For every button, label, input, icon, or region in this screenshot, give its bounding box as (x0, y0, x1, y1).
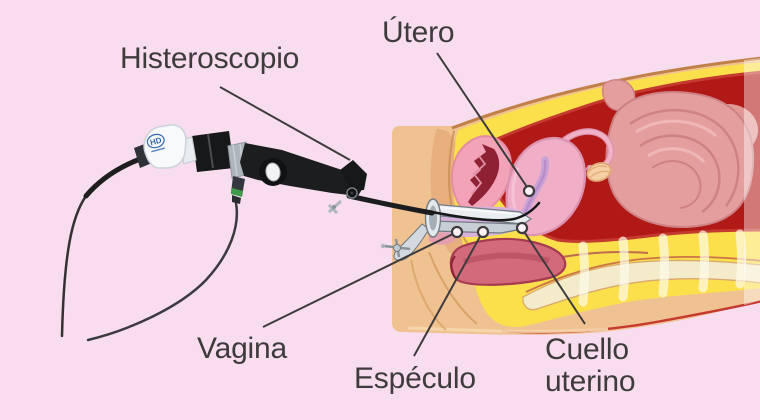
speculum-screw-knob (393, 244, 401, 252)
fallopian-tube-and-ovary (557, 128, 615, 182)
camera-head (143, 124, 187, 169)
scope-body (240, 143, 364, 196)
hysteroscope-tip (430, 201, 541, 222)
coupler-gap (207, 133, 214, 169)
label-cuello-uterino-line2: uterino (545, 365, 636, 398)
intestines (602, 79, 758, 228)
bladder-folds (471, 155, 487, 195)
anatomy-cross-section (346, 56, 760, 335)
leader-line-utero (436, 52, 530, 191)
scope-endcap (340, 160, 367, 191)
light-cable (86, 201, 239, 342)
rectum-shadow (463, 252, 550, 265)
bowel-highlight (647, 147, 706, 164)
label-especulo: Espéculo (354, 362, 476, 395)
pointer-dot-vagina (450, 225, 464, 239)
speculum-screw-tip (380, 243, 386, 249)
device-logo-text: HD (149, 136, 163, 148)
speculum-mouth-hole (429, 205, 437, 231)
label-utero: Útero (382, 16, 455, 49)
vertebrae-streaks (578, 229, 746, 307)
speculum-blade-highlight (432, 206, 519, 215)
bowel-mass (605, 91, 755, 228)
pointer-dots (450, 184, 536, 239)
light-post-green-band (231, 188, 243, 197)
skin-bottom-highlight (407, 326, 609, 333)
hysteroscope-device: HD (60, 124, 367, 342)
abdominal-outline (451, 56, 760, 130)
camera-cable-thin (60, 194, 88, 338)
ovary-texture (588, 165, 611, 178)
highlight-strip (744, 58, 760, 313)
pointer-dot-especulo (476, 225, 490, 239)
label-cuello-uterino: Cuello uterino (545, 333, 636, 398)
label-cuello-uterino-line1: Cuello (545, 333, 629, 366)
rectum-continuation (561, 251, 649, 258)
speculum-handle (393, 223, 430, 261)
pointer-dot-utero (522, 184, 536, 198)
sacrum-spine (407, 229, 760, 334)
leader-line-cuello-uterino (522, 229, 586, 325)
device-logo: HD (146, 133, 166, 153)
bowel-swirl (629, 108, 740, 207)
light-post-tip (232, 195, 241, 204)
logo-ring (146, 133, 165, 149)
pointer-dot-cuello-uterino (515, 221, 529, 235)
leader-line-vagina (262, 231, 458, 328)
endcap-dot (350, 191, 354, 195)
uterine-canal-core (519, 159, 547, 225)
bowel-highlight (635, 119, 718, 138)
anal-folds (450, 255, 457, 280)
leader-lines (219, 52, 586, 357)
label-histeroscopio: Histeroscopio (120, 42, 300, 75)
hysteroscope-shaft (346, 193, 435, 216)
bowel-swirl (651, 160, 702, 209)
sacrum-top-line (525, 255, 760, 293)
camera-cable (83, 156, 143, 199)
stopcock-hub (332, 205, 336, 209)
label-vagina: Vagina (197, 332, 287, 365)
coupler-discs (192, 131, 234, 172)
leader-line-histeroscopio (219, 86, 351, 161)
leader-line-especulo (413, 232, 483, 357)
bowel-swirl (639, 134, 721, 214)
logo-subtext-bar (151, 147, 166, 153)
ring-handle-hole (265, 162, 281, 182)
